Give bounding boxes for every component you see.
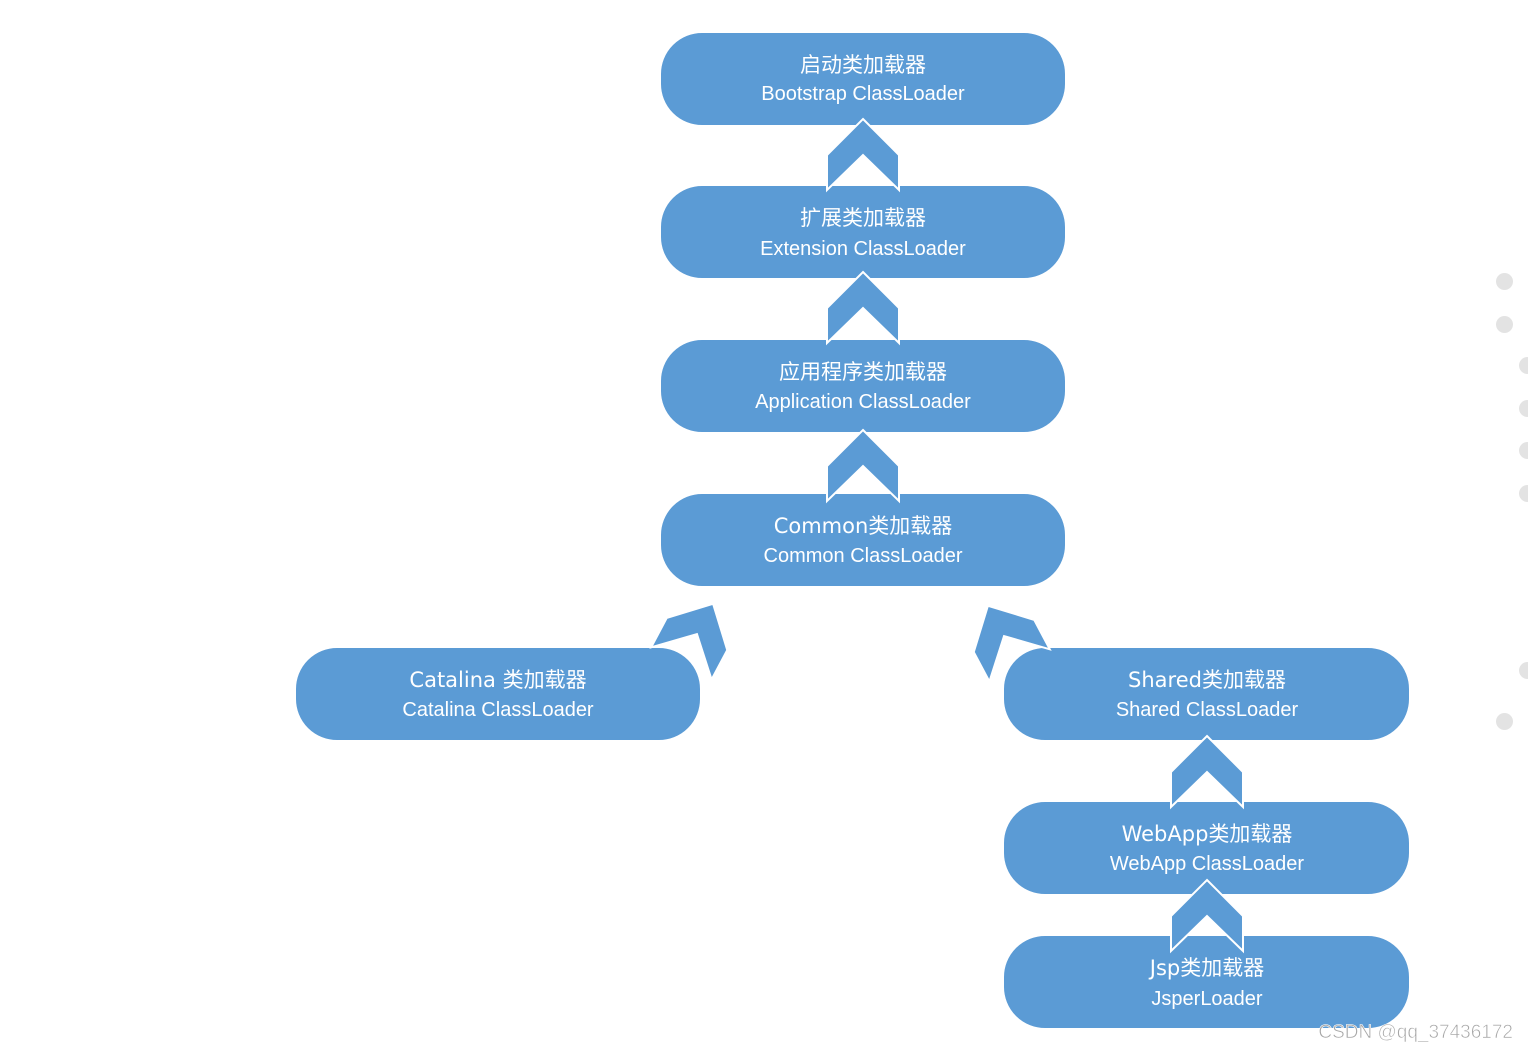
toc-item-bullet[interactable] bbox=[1496, 273, 1513, 290]
arrow-shared-to-common bbox=[972, 604, 1052, 684]
node-subtitle: Common ClassLoader bbox=[764, 545, 963, 567]
arrow-common-to-application bbox=[826, 428, 900, 504]
node-subtitle: JsperLoader bbox=[1151, 988, 1263, 1010]
node-common: Common类加载器 Common ClassLoader bbox=[659, 492, 1067, 588]
toc-item-bullet[interactable] bbox=[1496, 713, 1513, 730]
node-subtitle: Catalina ClassLoader bbox=[402, 699, 594, 721]
arrow-extension-to-bootstrap bbox=[826, 117, 900, 193]
node-webapp: WebApp类加载器 WebApp ClassLoader bbox=[1002, 800, 1411, 896]
node-title: Catalina 类加载器 bbox=[409, 668, 586, 692]
node-subtitle: WebApp ClassLoader bbox=[1110, 853, 1305, 875]
node-application: 应用程序类加载器 Application ClassLoader bbox=[659, 338, 1067, 434]
node-title: 启动类加载器 bbox=[800, 53, 926, 77]
arrow-jsp-to-webapp bbox=[1170, 878, 1244, 954]
toc-item-bullet[interactable] bbox=[1496, 316, 1513, 333]
node-title: WebApp类加载器 bbox=[1122, 822, 1293, 846]
node-title: 应用程序类加载器 bbox=[779, 360, 947, 384]
toc-item-bullet[interactable] bbox=[1519, 357, 1528, 374]
toc-item-bullet[interactable] bbox=[1519, 662, 1528, 679]
node-subtitle: Application ClassLoader bbox=[755, 391, 971, 413]
toc-item-bullet[interactable] bbox=[1519, 400, 1528, 417]
toc-item-bullet[interactable] bbox=[1519, 442, 1528, 459]
node-jsp: Jsp类加载器 JsperLoader bbox=[1002, 934, 1411, 1030]
arrow-webapp-to-shared bbox=[1170, 734, 1244, 810]
node-catalina: Catalina 类加载器 Catalina ClassLoader bbox=[294, 646, 702, 742]
toc-item-bullet[interactable] bbox=[1519, 485, 1528, 502]
node-title: Common类加载器 bbox=[774, 514, 953, 538]
node-subtitle: Bootstrap ClassLoader bbox=[761, 83, 965, 105]
node-bootstrap: 启动类加载器 Bootstrap ClassLoader bbox=[659, 31, 1067, 127]
node-shared: Shared类加载器 Shared ClassLoader bbox=[1002, 646, 1411, 742]
node-title: Jsp类加载器 bbox=[1148, 956, 1264, 980]
node-title: Shared类加载器 bbox=[1128, 668, 1286, 692]
arrow-application-to-extension bbox=[826, 270, 900, 346]
arrow-catalina-to-common bbox=[649, 602, 729, 682]
node-subtitle: Extension ClassLoader bbox=[760, 238, 966, 260]
node-subtitle: Shared ClassLoader bbox=[1116, 699, 1299, 721]
watermark: CSDN @qq_37436172 bbox=[1318, 1022, 1513, 1043]
node-title: 扩展类加载器 bbox=[800, 206, 926, 230]
node-extension: 扩展类加载器 Extension ClassLoader bbox=[659, 184, 1067, 280]
